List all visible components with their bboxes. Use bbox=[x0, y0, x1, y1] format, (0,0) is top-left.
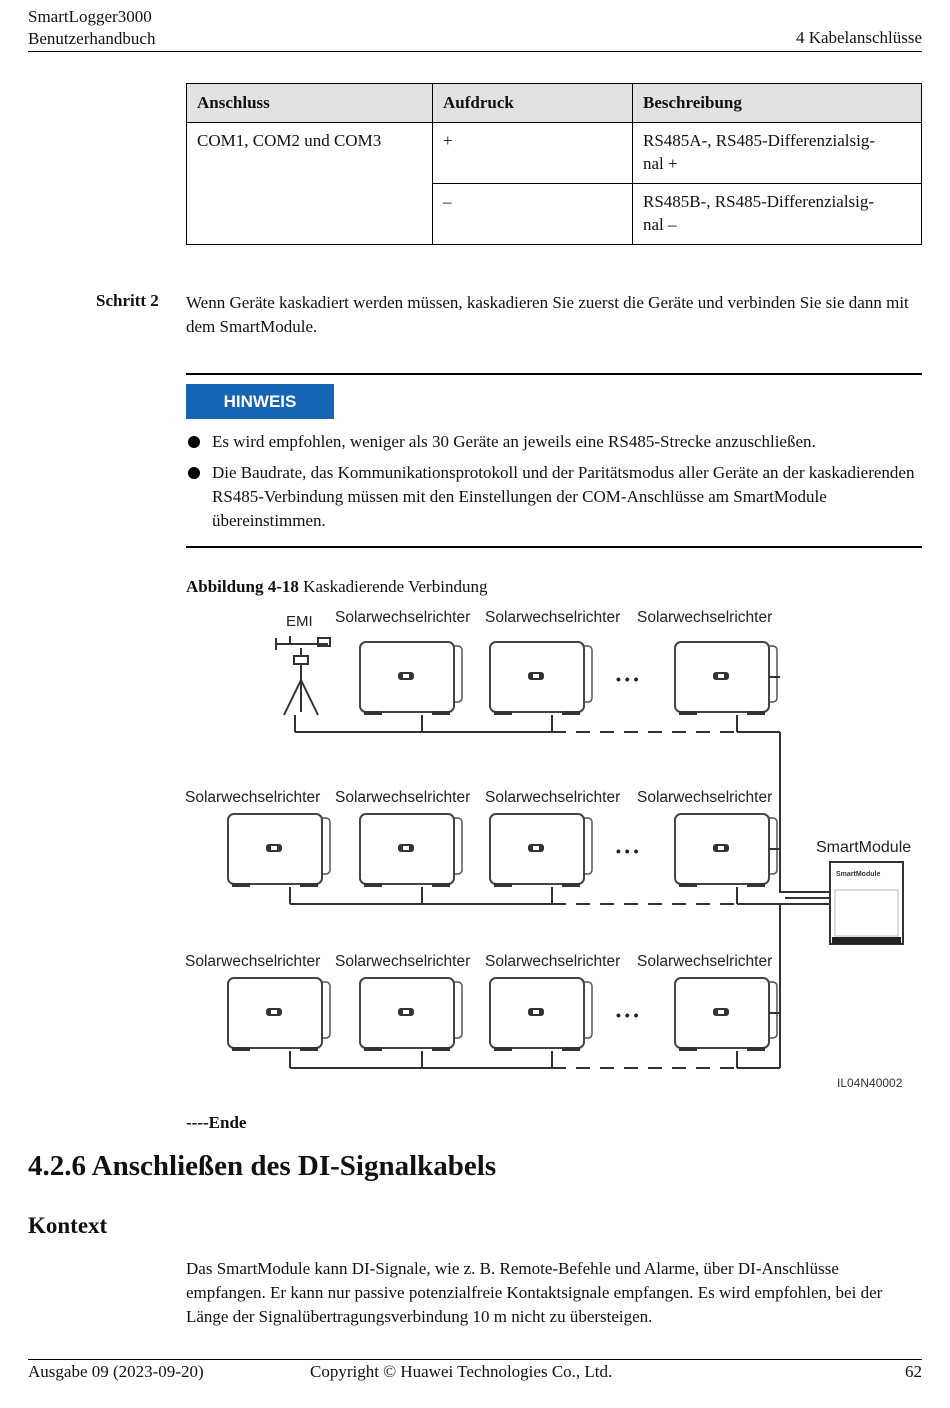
solar-inverter-icon bbox=[489, 813, 593, 887]
solar-inverter-icon bbox=[674, 641, 778, 715]
header-product: SmartLogger3000 bbox=[28, 7, 152, 26]
note-item-text: Es wird empfohlen, weniger als 30 Geräte… bbox=[212, 432, 816, 451]
inverter-label: Solarwechselrichter bbox=[335, 609, 470, 626]
list-item: Die Baudrate, das Kommunikationsprotokol… bbox=[186, 461, 922, 533]
figure-caption: Abbildung 4-18 Kaskadierende Verbindung bbox=[186, 577, 487, 597]
solar-inverter-icon bbox=[489, 977, 593, 1051]
inverter-label: Solarwechselrichter bbox=[637, 953, 772, 970]
inverter-label: Solarwechselrichter bbox=[335, 953, 470, 970]
port-table: Anschluss Aufdruck Beschreibung COM1, CO… bbox=[186, 83, 922, 245]
inverter-label: Solarwechselrichter bbox=[335, 789, 470, 806]
note-top-rule bbox=[186, 373, 922, 375]
table-row: – RS485B-, RS485-Differenzialsig- nal – bbox=[187, 183, 922, 245]
emi-weather-station-icon bbox=[275, 636, 331, 716]
solar-inverter-icon bbox=[674, 977, 778, 1051]
step-label: Schritt 2 bbox=[96, 291, 159, 310]
bullet-icon bbox=[188, 436, 200, 448]
table-cell-desc: RS485A-, RS485-Differenzialsig- nal + bbox=[632, 122, 922, 184]
header-doc-type: Benutzerhandbuch bbox=[28, 29, 156, 48]
table-header-cell: Anschluss bbox=[186, 83, 433, 123]
table-header-cell: Beschreibung bbox=[632, 83, 922, 123]
ellipsis-label: • • • bbox=[616, 1007, 639, 1023]
table-cell-mark: – bbox=[432, 183, 633, 245]
inverter-label: Solarwechselrichter bbox=[485, 609, 620, 626]
smartmodule-device: SmartModule bbox=[829, 861, 904, 945]
note-item-text: Die Baudrate, das Kommunikationsprotokol… bbox=[212, 463, 915, 530]
table-row: COM1, COM2 und COM3 + RS485A-, RS485-Dif… bbox=[186, 122, 922, 245]
footer-copyright: Copyright © Huawei Technologies Co., Ltd… bbox=[310, 1362, 613, 1381]
table-cell-desc: RS485B-, RS485-Differenzialsig- nal – bbox=[632, 183, 922, 245]
solar-inverter-icon bbox=[489, 641, 593, 715]
inverter-label: Solarwechselrichter bbox=[637, 789, 772, 806]
inverter-label: Solarwechselrichter bbox=[485, 953, 620, 970]
figure-title: Kaskadierende Verbindung bbox=[298, 577, 488, 596]
ellipsis-label: • • • bbox=[616, 843, 639, 859]
page-number: 62 bbox=[905, 1362, 922, 1381]
solar-inverter-icon bbox=[227, 977, 331, 1051]
solar-inverter-icon bbox=[674, 813, 778, 887]
section-title: 4.2.6 Anschließen des DI-Signalkabels bbox=[28, 1150, 497, 1182]
inverter-label: Solarwechselrichter bbox=[185, 789, 320, 806]
note-list: Es wird empfohlen, weniger als 30 Geräte… bbox=[186, 430, 922, 540]
running-header-left: SmartLogger3000 Benutzerhandbuch bbox=[28, 6, 155, 50]
footer-edition: Ausgabe 09 (2023-09-20) bbox=[28, 1362, 204, 1381]
emi-label: EMI bbox=[286, 613, 313, 630]
figure-id: IL04N40002 bbox=[837, 1076, 903, 1090]
step-text: Wenn Geräte kaskadiert werden müssen, ka… bbox=[186, 293, 909, 336]
list-item: Es wird empfohlen, weniger als 30 Geräte… bbox=[186, 430, 922, 454]
solar-inverter-icon bbox=[359, 813, 463, 887]
header-rule bbox=[28, 51, 922, 52]
procedure-end: ----Ende bbox=[186, 1113, 247, 1132]
ellipsis-label: • • • bbox=[616, 671, 639, 687]
table-header-cell: Aufdruck bbox=[432, 83, 633, 123]
inverter-label: Solarwechselrichter bbox=[185, 953, 320, 970]
solar-inverter-icon bbox=[359, 977, 463, 1051]
table-cell-mark: + bbox=[432, 122, 633, 184]
table-cell-port: COM1, COM2 und COM3 bbox=[186, 122, 433, 245]
subheading: Kontext bbox=[28, 1213, 108, 1238]
header-chapter: 4 Kabelanschlüsse bbox=[795, 28, 922, 47]
inverter-label: Solarwechselrichter bbox=[485, 789, 620, 806]
bullet-icon bbox=[188, 467, 200, 479]
table-header-row: Anschluss Aufdruck Beschreibung bbox=[186, 83, 922, 123]
smartmodule-face-label: SmartModule bbox=[836, 871, 880, 878]
context-paragraph: Das SmartModule kann DI-Signale, wie z. … bbox=[186, 1259, 883, 1326]
smartmodule-label: SmartModule bbox=[816, 839, 911, 856]
solar-inverter-icon bbox=[359, 641, 463, 715]
inverter-label: Solarwechselrichter bbox=[637, 609, 772, 626]
note-bottom-rule bbox=[186, 546, 922, 548]
solar-inverter-icon bbox=[227, 813, 331, 887]
footer-rule bbox=[28, 1359, 922, 1360]
figure-number: Abbildung 4-18 bbox=[186, 577, 299, 596]
note-badge: HINWEIS bbox=[186, 384, 334, 419]
